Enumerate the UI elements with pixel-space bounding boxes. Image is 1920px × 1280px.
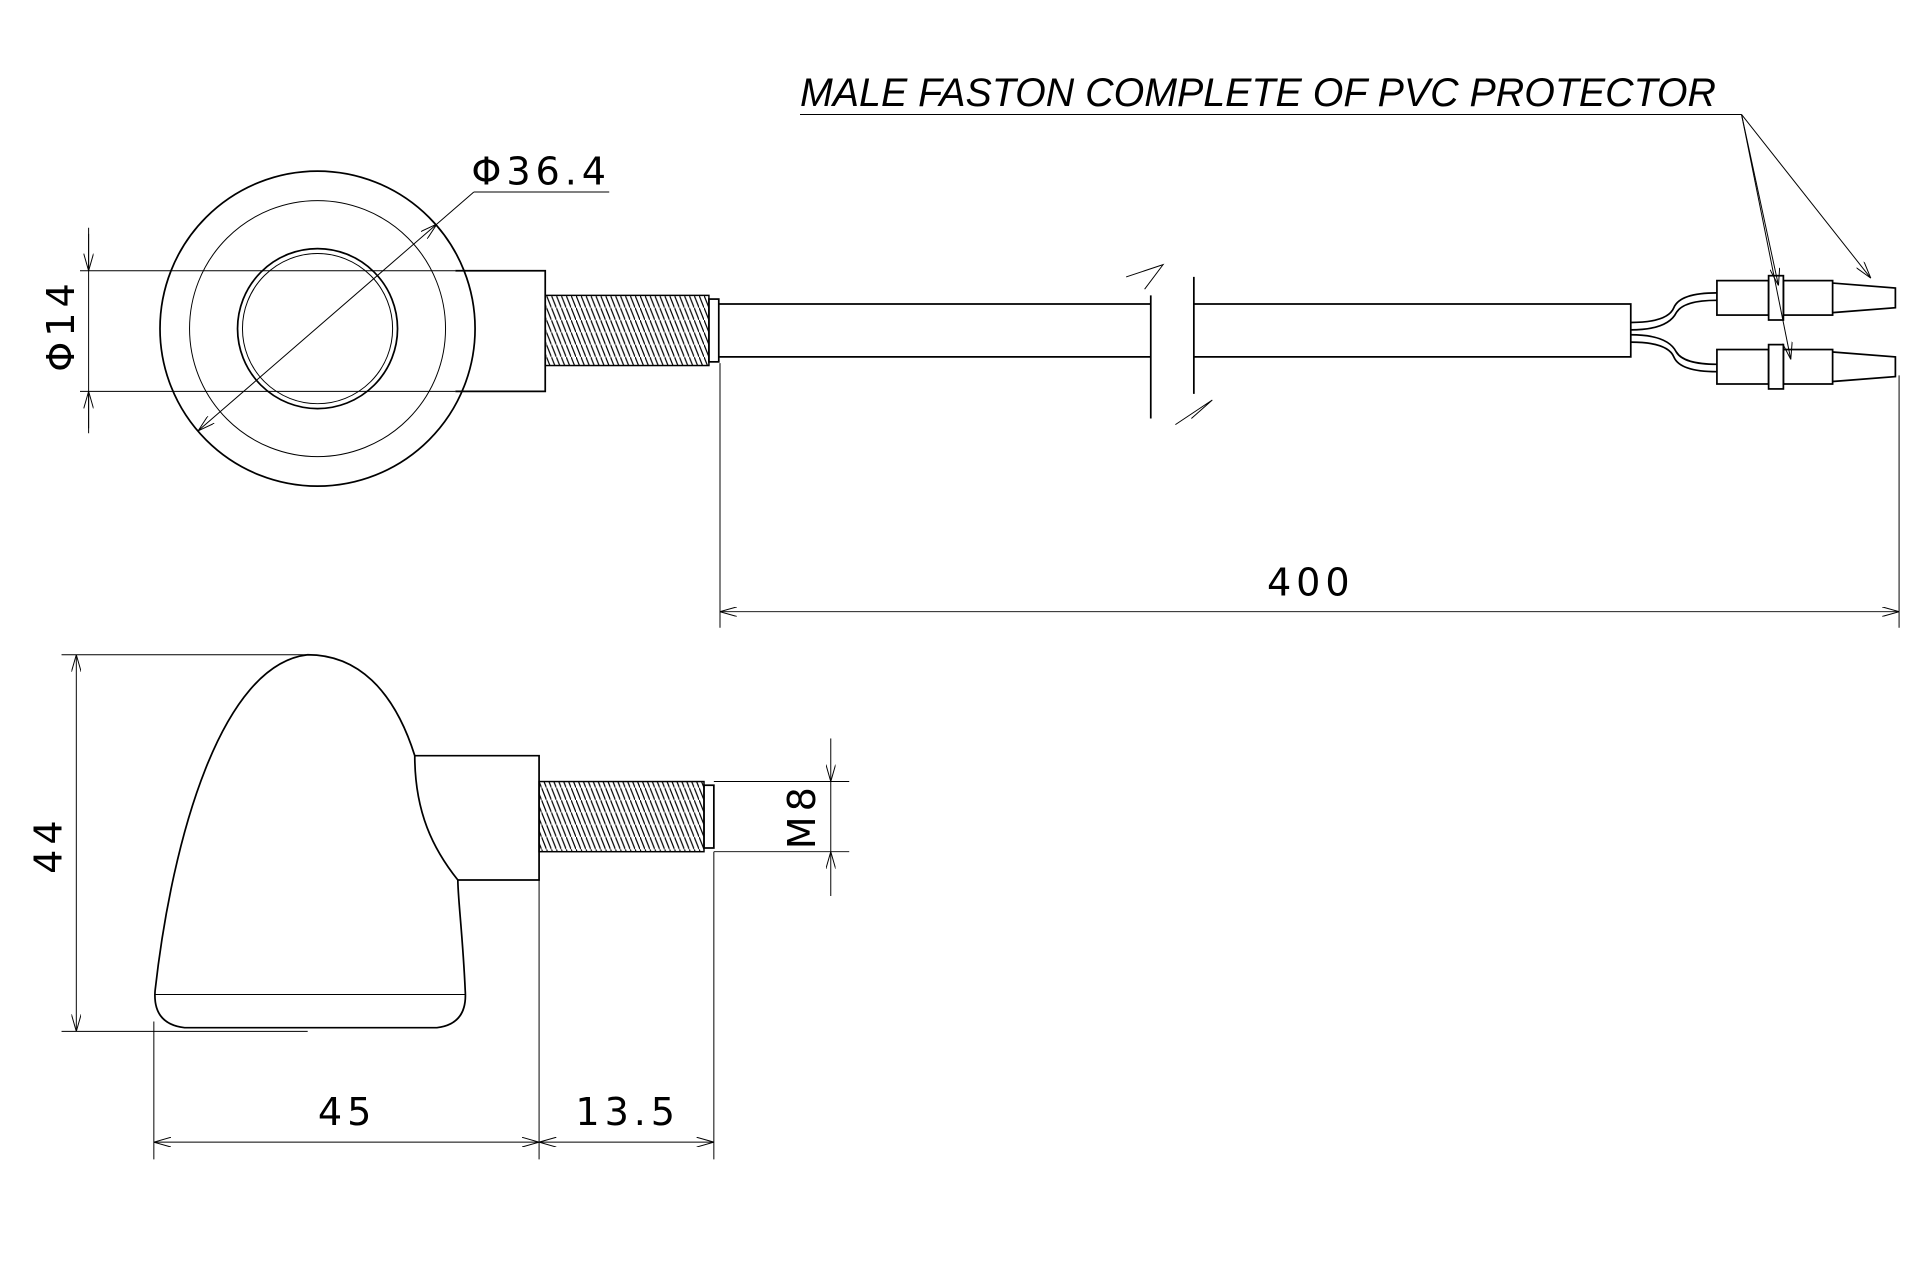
body-length-label: 45 [318,1090,376,1134]
lens-diameter-label: Φ14 [39,278,83,371]
cable-length-label: 400 [1267,561,1355,605]
thread-size-label: M8 [780,782,824,849]
faston-callout: MALE FASTON COMPLETE OF PVC PROTECTOR [800,71,1871,360]
faston-connector-bottom [1716,343,1897,390]
front-view [159,170,1897,488]
thread-length-label: 13.5 [575,1090,680,1134]
side-view [154,653,715,1029]
dim-cable-length: 400 [719,363,1900,628]
dim-height: 44 [27,654,308,1032]
height-label: 44 [27,815,71,873]
body-diameter-label: Φ36.4 [471,150,611,194]
dim-body-diameter: Φ36.4 [198,150,611,431]
faston-note-label: MALE FASTON COMPLETE OF PVC PROTECTOR [800,71,1716,115]
dim-lengths: 45 13.5 [153,851,715,1160]
faston-connector-top [1716,274,1897,321]
dim-thread-size: M8 [713,738,850,896]
